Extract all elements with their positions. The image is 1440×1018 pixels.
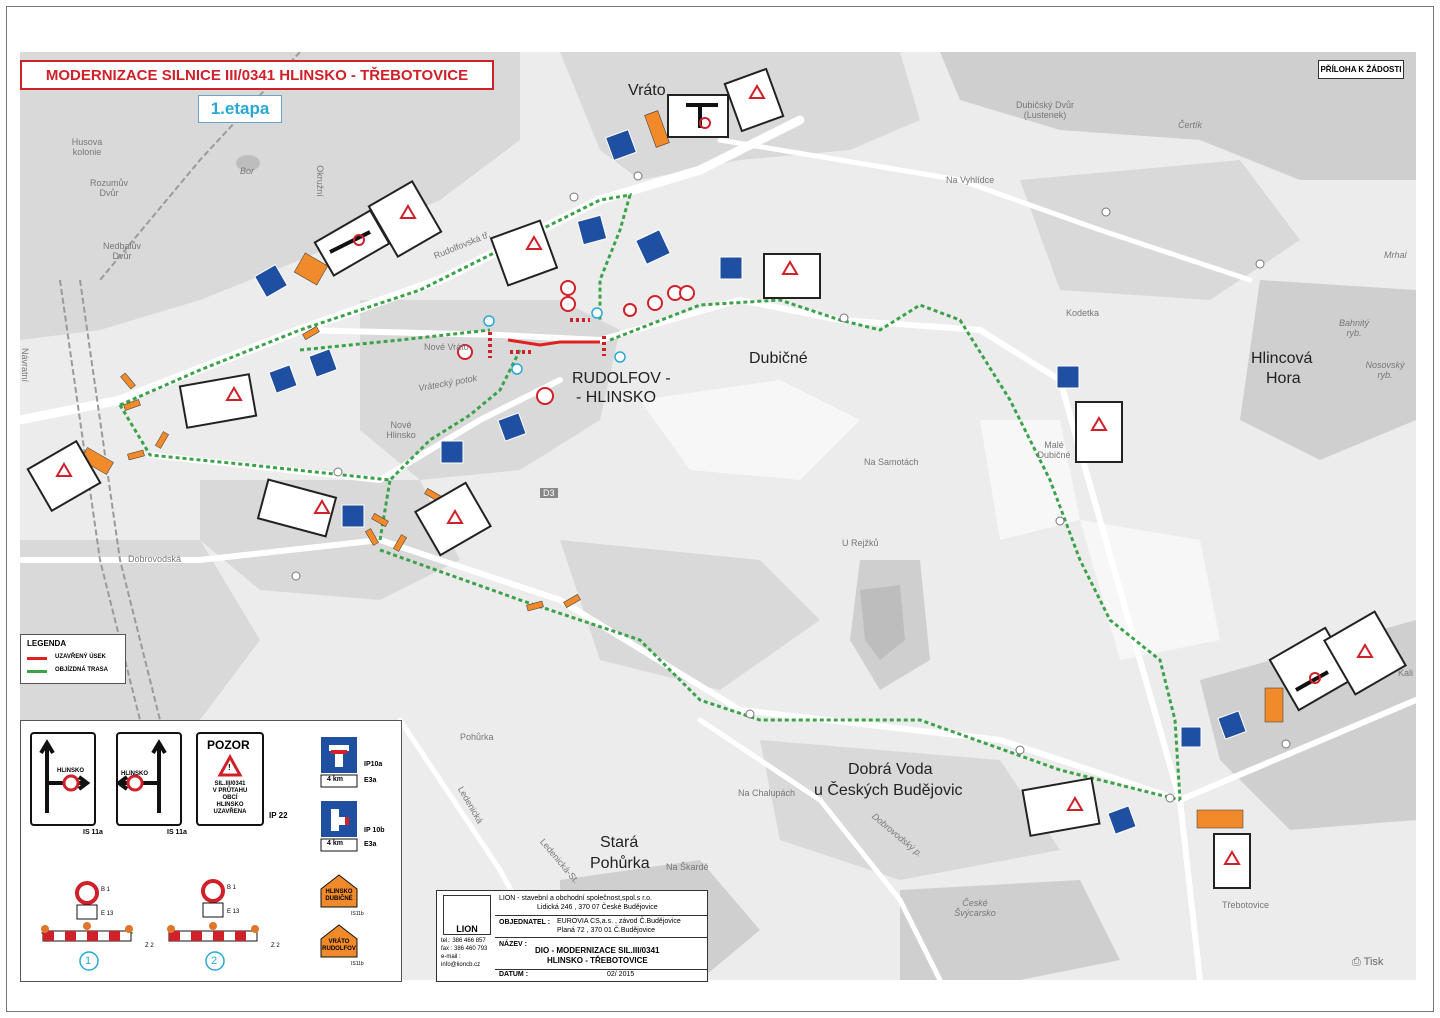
- company-logo: LION: [443, 895, 491, 935]
- place-stara-2: Pohůrka: [590, 855, 650, 872]
- legend-detour-label: OBJÍZDNÁ TRASA: [55, 667, 109, 673]
- key-pozor-excl: !: [228, 763, 231, 772]
- place-na-chalupach: Na Chalupách: [738, 788, 796, 798]
- place-trebotovice: Třebotovice: [1222, 900, 1270, 910]
- legend-title: LEGENDA: [27, 639, 67, 648]
- print-button[interactable]: ⎙ Tisk: [1352, 956, 1383, 969]
- sign-key-panel: HLINSKO HLINSKO IS 11a IS 11a POZOR ! SI…: [20, 720, 402, 982]
- key-b1-2: B 1: [227, 885, 237, 891]
- place-kodetka: Kodetka: [1066, 308, 1100, 318]
- legend-closed-label: UZAVŘENÝ ÚSEK: [55, 654, 106, 660]
- place-kali: Kali: [1398, 668, 1414, 678]
- key-ip22: IP 22: [269, 811, 288, 820]
- attachment-label: PŘÍLOHA K ŽÁDOSTI: [1318, 60, 1404, 79]
- place-nove-vrato: Nové Vráto: [424, 342, 469, 352]
- place-nove-hlinsko: Nové Hlinsko: [386, 420, 416, 440]
- place-dubicky-dvur: Dubičský Dvůr (Lustenek): [1015, 100, 1074, 120]
- place-hlincova-1: Hlincová: [1251, 350, 1313, 367]
- key-ip10b: IP 10b: [364, 827, 385, 834]
- place-u-rejzku: U Rejžků: [842, 538, 879, 548]
- place-nedbaluv: Nedbalův Dvůr: [102, 241, 142, 261]
- place-dobrovodska: Dobrovodská: [128, 554, 182, 564]
- sign-key-drawing: [30, 732, 358, 971]
- key-is11b-2: IS11b: [351, 961, 364, 967]
- place-bahnity: Bahnitý ryb.: [1338, 318, 1370, 338]
- stage-label: 1.etapa: [198, 95, 282, 123]
- row-datum: DATUM : 02/ 2015: [495, 969, 707, 981]
- print-label: Tisk: [1363, 956, 1384, 968]
- printer-icon: ⎙: [1352, 956, 1361, 968]
- key-is11b-1: IS11b: [351, 911, 364, 917]
- place-d3: D3: [540, 488, 558, 498]
- key-hlinsko-left: HLINSKO: [121, 771, 148, 777]
- place-rudolfov-2: - HLINSKO: [576, 389, 657, 406]
- key-num-2: 2: [211, 955, 218, 967]
- row-objednatel: OBJEDNATEL : EUROVIA CS,a.s. , závod Č.B…: [495, 915, 707, 936]
- place-dubicne: Dubičné: [749, 350, 808, 367]
- place-navratni: Návratní: [20, 347, 31, 383]
- key-e13-2: E 13: [227, 909, 240, 915]
- place-okruzni: Okružní: [314, 165, 325, 197]
- place-rozumuv: Rozumův Dvůr: [89, 178, 128, 198]
- key-pozor: POZOR: [207, 738, 250, 752]
- place-male-dubicne: Malé Dubičné: [1037, 440, 1071, 460]
- place-dobra-voda-2: u Českých Budějovic: [814, 782, 963, 799]
- place-vrato: Vráto: [628, 82, 666, 99]
- key-b1-1: B 1: [101, 887, 111, 893]
- place-hlincova-2: Hora: [1266, 370, 1301, 387]
- key-is11a-1: IS 11a: [83, 829, 103, 836]
- place-certik: Čertík: [1178, 120, 1203, 130]
- key-hlinsko-right: HLINSKO: [57, 768, 84, 774]
- key-ip10a: IP10a: [364, 761, 383, 768]
- map-title: MODERNIZACE SILNICE III/0341 HLINSKO - T…: [20, 60, 494, 90]
- key-e13-1: E 13: [101, 911, 114, 917]
- legend-detour-swatch: [27, 670, 47, 673]
- row-nazev: NÁZEV : DIO - MODERNIZACE SIL.III/0341 H…: [495, 937, 707, 968]
- key-num-1: 1: [85, 955, 92, 967]
- place-dobra-voda-1: Dobrá Voda: [848, 761, 933, 778]
- key-4km-b: 4 km: [327, 840, 343, 847]
- place-na-skarde: Na Škardě: [666, 862, 709, 872]
- legend: LEGENDA UZAVŘENÝ ÚSEK OBJÍZDNÁ TRASA: [20, 634, 126, 684]
- logo-text: LION: [456, 924, 478, 934]
- key-e3a-a: E3a: [364, 777, 377, 784]
- key-z2-1: Z 2: [145, 943, 154, 949]
- place-bor: Bor: [240, 166, 255, 176]
- company-name: LION - stavební a obchodní společnost,sp…: [499, 895, 652, 902]
- legend-closed-swatch: [27, 657, 47, 660]
- key-e3a-b: E3a: [364, 841, 377, 848]
- place-na-samotach: Na Samotách: [864, 457, 919, 467]
- place-ceske-svycarsko: České Švýcarsko: [954, 898, 996, 918]
- key-4km-a: 4 km: [327, 776, 343, 783]
- place-mrhal: Mrhal: [1384, 250, 1407, 260]
- company-address: Lidická 246 , 370 07 České Budějovice: [537, 904, 658, 911]
- place-rudolfov-1: RUDOLFOV -: [572, 370, 671, 387]
- place-na-vyhlidce: Na Vyhlídce: [946, 175, 995, 185]
- key-z2-2: Z 2: [271, 943, 280, 949]
- place-husova: Husova kolonie: [71, 137, 103, 157]
- place-pohurka: Pohůrka: [460, 732, 494, 742]
- place-stara-1: Stará: [600, 834, 639, 851]
- place-nosovsky: Nosovský ryb.: [1365, 360, 1405, 380]
- key-is11a-2: IS 11a: [167, 829, 187, 836]
